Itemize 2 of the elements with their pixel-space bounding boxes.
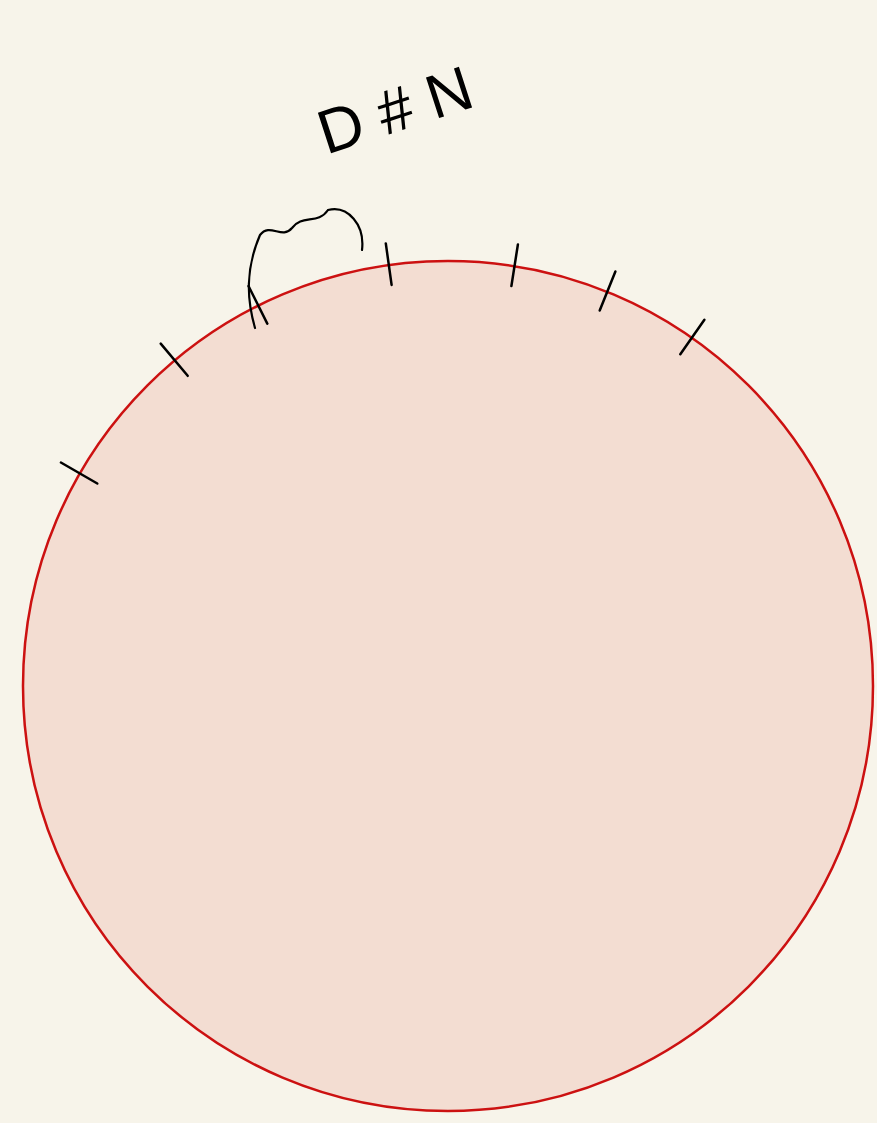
circle-shape (21, 259, 875, 1113)
handwritten-label: D # N (317, 66, 473, 154)
